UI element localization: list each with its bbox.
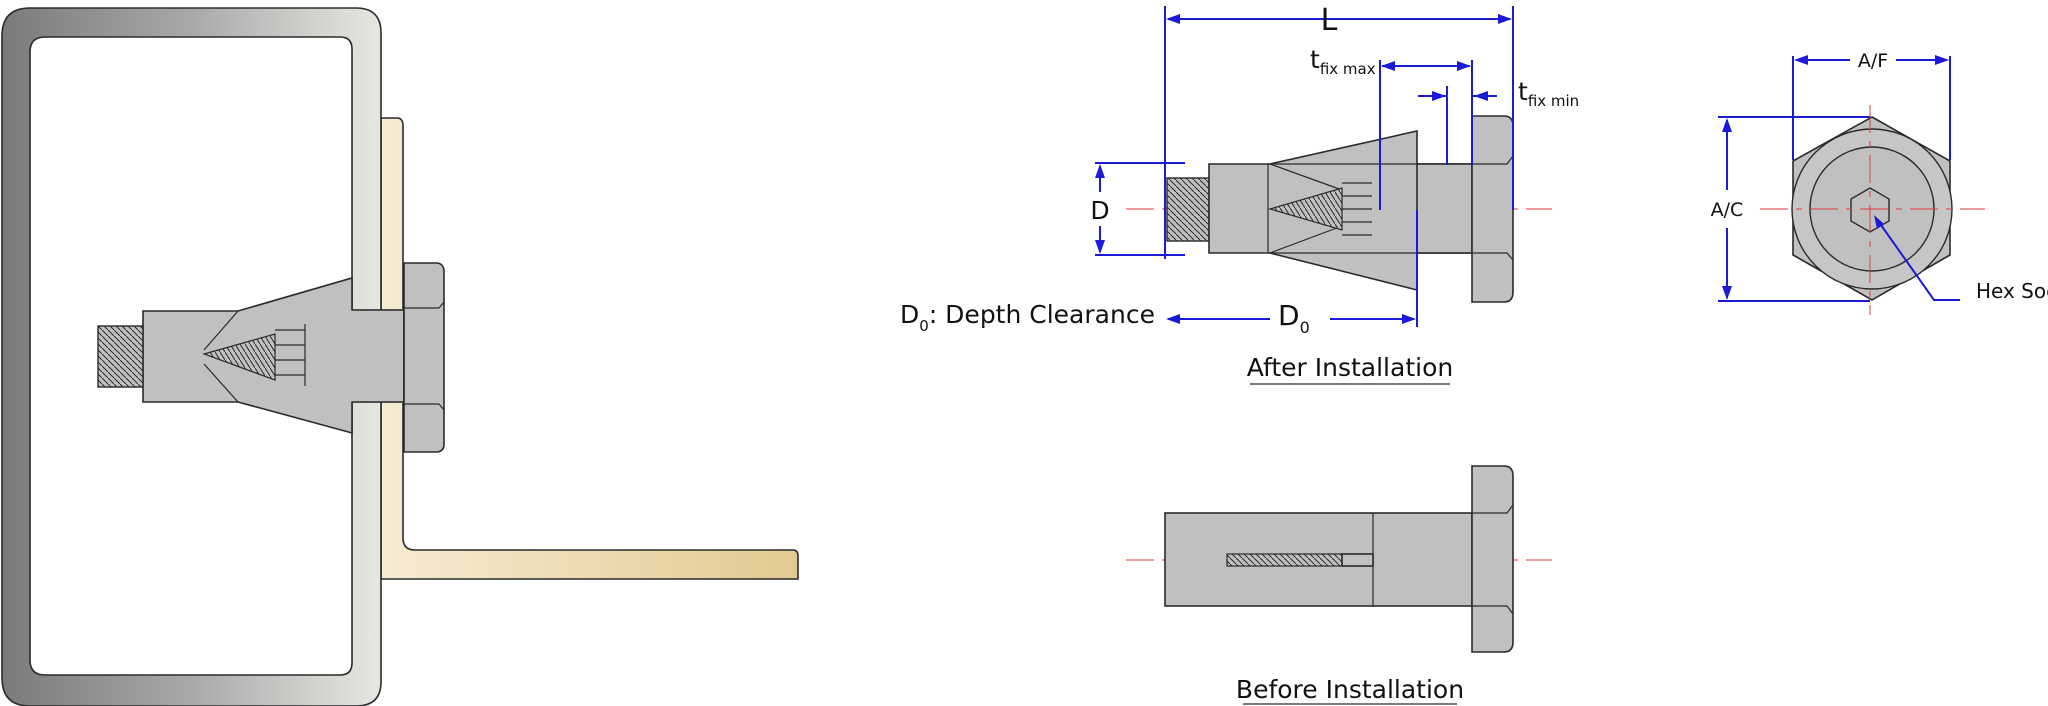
label-before-installation: Before Installation: [1236, 675, 1464, 704]
label-hex-socket: Hex Socket: [1976, 279, 2048, 303]
label-D: D: [1090, 196, 1109, 225]
cone-threads: [202, 333, 276, 381]
label-depth-clearance: D0: Depth Clearance: [900, 300, 1155, 335]
after-installation-view: [1126, 115, 1552, 303]
label-D0: D0: [1278, 299, 1310, 337]
installed-bolt-threads: [97, 325, 144, 388]
hollow-section-tube: [1, 7, 382, 706]
dimension-lines: [1095, 6, 1960, 327]
before-installation-view: [1126, 465, 1552, 653]
label-af: A/F: [1858, 50, 1888, 72]
installed-section-view: [1, 7, 799, 706]
hex-head-end-view: [1760, 105, 1985, 315]
label-L: L: [1321, 3, 1338, 38]
label-t-fix-max: tfix max: [1310, 45, 1376, 78]
after-hex-head: [1471, 115, 1514, 303]
after-bolt-threads: [1166, 177, 1210, 242]
before-bolt-threads: [1226, 553, 1343, 567]
label-t-fix-min: tfix min: [1518, 77, 1579, 110]
labels: L tfix max tfix min D D0 D0: Depth Clear…: [900, 3, 2048, 705]
installed-hex-head: [403, 262, 445, 453]
before-hex-head: [1471, 465, 1514, 653]
label-after-installation: After Installation: [1247, 353, 1453, 382]
angle-bracket: [380, 117, 799, 580]
label-ac: A/C: [1711, 199, 1744, 221]
